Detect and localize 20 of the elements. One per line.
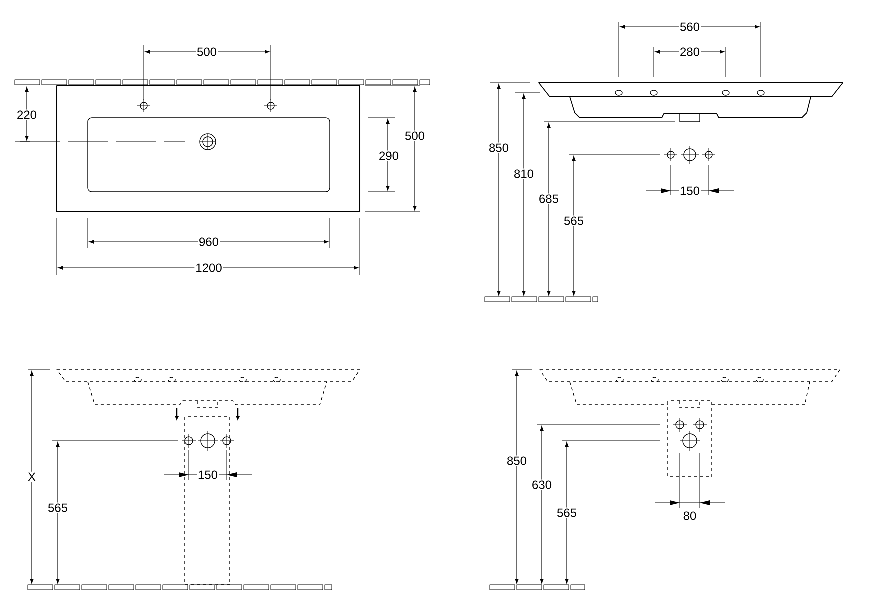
dimension-label: 850 (488, 142, 510, 154)
dimension-label: 1200 (194, 262, 224, 274)
dimension-label: 630 (531, 480, 554, 490)
dimension-label: 220 (16, 110, 38, 120)
dimension-label: 150 (679, 186, 702, 196)
dimension-label: 565 (563, 216, 586, 226)
dimension-label: 810 (513, 168, 536, 180)
dimension-label: 565 (47, 502, 70, 514)
dimension-label: 80 (682, 510, 698, 522)
dimension-label: 150 (197, 470, 220, 480)
dimension-label: 960 (198, 236, 220, 248)
dimension-label: 500 (404, 130, 426, 142)
dimension-label: 685 (538, 194, 560, 204)
dimension-label: 500 (196, 46, 218, 58)
dimension-label: 280 (679, 46, 702, 58)
dimension-label: 560 (679, 22, 702, 32)
dimension-label: 290 (378, 150, 400, 162)
dimension-label: 565 (556, 508, 578, 518)
dimension-label: 850 (506, 456, 528, 466)
dimension-label: X (27, 472, 37, 482)
